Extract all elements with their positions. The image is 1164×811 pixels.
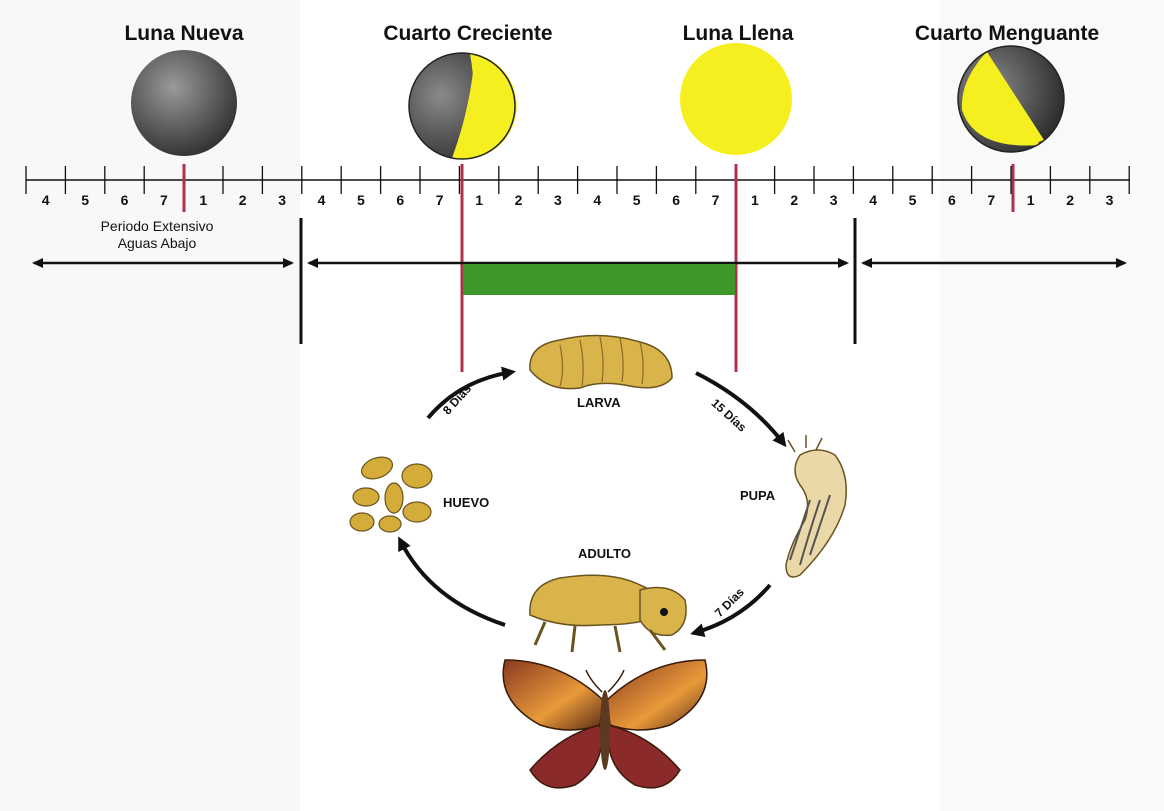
timeline-day-number: 2: [1066, 192, 1074, 208]
timeline-day-number: 5: [357, 192, 365, 208]
last-quarter-moon-icon: [958, 46, 1064, 152]
timeline-day-number: 5: [909, 192, 917, 208]
timeline-day-number: 2: [515, 192, 523, 208]
period-label-text: Periodo Extensivo Aguas Abajo: [101, 218, 214, 251]
timeline-day-number: 7: [987, 192, 995, 208]
timeline-day-number: 1: [751, 192, 759, 208]
timeline-day-number: 6: [948, 192, 956, 208]
timeline-day-number: 4: [42, 192, 50, 208]
timeline-day-number: 6: [672, 192, 680, 208]
phase-title-last-quarter: Cuarto Menguante: [915, 22, 1099, 46]
timeline-day-number: 4: [318, 192, 326, 208]
timeline-day-number: 5: [81, 192, 89, 208]
stage-label-pupa: PUPA: [740, 488, 775, 503]
timeline-day-number: 3: [830, 192, 838, 208]
timeline-day-number: 6: [396, 192, 404, 208]
phase-title-new-moon: Luna Nueva: [124, 22, 243, 46]
timeline-day-number: 6: [121, 192, 129, 208]
timeline-day-number: 1: [199, 192, 207, 208]
timeline-day-number: 4: [869, 192, 877, 208]
timeline-day-number: 3: [278, 192, 286, 208]
period-label: Periodo Extensivo Aguas Abajo: [92, 218, 222, 252]
first-quarter-moon-icon: [409, 53, 517, 159]
phase-title-first-quarter: Cuarto Creciente: [383, 22, 552, 46]
full-moon-icon: [680, 43, 792, 155]
timeline-day-number: 2: [790, 192, 798, 208]
stage-label-adulto: ADULTO: [578, 546, 631, 561]
timeline-day-number: 3: [554, 192, 562, 208]
stage-label-huevo: HUEVO: [443, 495, 489, 510]
green-period-bar: [463, 264, 735, 295]
timeline-day-number: 7: [160, 192, 168, 208]
timeline-day-number: 5: [633, 192, 641, 208]
timeline-day-number: 7: [712, 192, 720, 208]
timeline-day-number: 4: [593, 192, 601, 208]
stage-label-larva: LARVA: [577, 395, 621, 410]
timeline-day-number: 1: [475, 192, 483, 208]
new-moon-icon: [131, 50, 237, 156]
timeline-day-number: 1: [1027, 192, 1035, 208]
timeline-day-number: 2: [239, 192, 247, 208]
timeline-day-number: 3: [1106, 192, 1114, 208]
phase-title-full-moon: Luna Llena: [683, 22, 794, 46]
timeline-day-number: 7: [436, 192, 444, 208]
